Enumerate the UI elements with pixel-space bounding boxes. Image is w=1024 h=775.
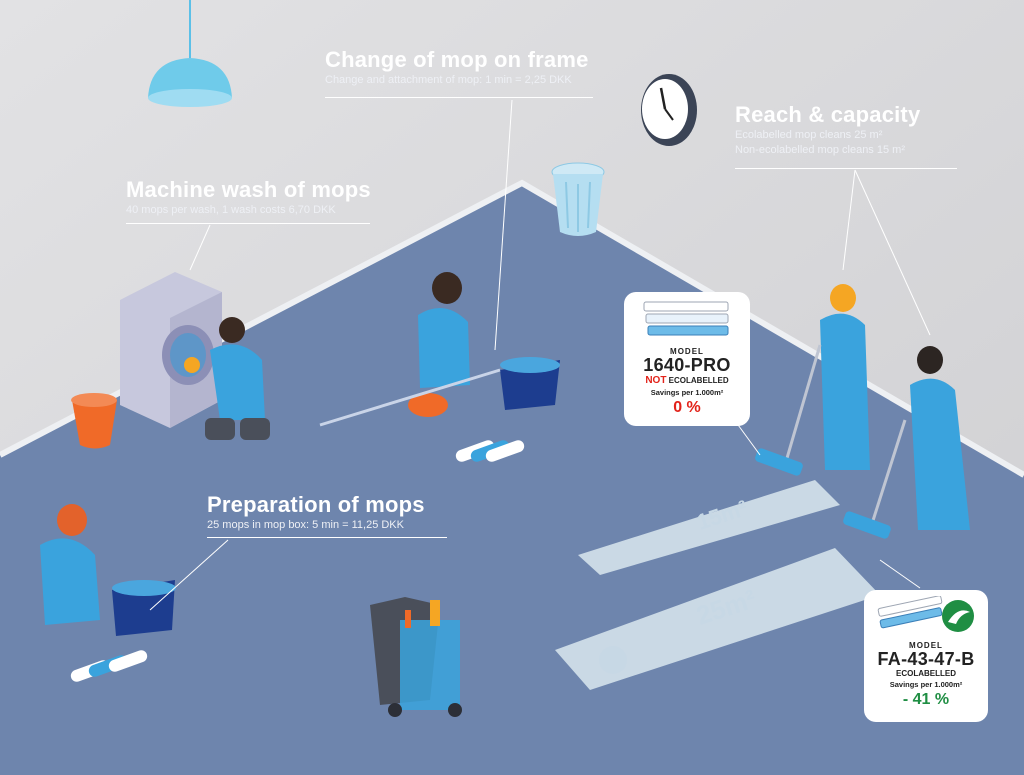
worker-changing-mop xyxy=(319,272,560,427)
savings-value: 0 % xyxy=(673,399,701,416)
reach-title: Reach & capacity xyxy=(735,102,921,127)
reach-subtitle-noneco: Non-ecolabelled mop cleans 15 m² xyxy=(735,144,905,156)
prep-underline xyxy=(207,537,447,538)
bucket-icon xyxy=(71,393,117,449)
worker-preparing-mops xyxy=(40,504,176,682)
mop-product-icon xyxy=(877,595,974,632)
trash-bin-icon xyxy=(551,162,605,236)
ceiling-lamp-icon xyxy=(148,0,232,107)
model-code: 1640-PRO xyxy=(643,355,731,375)
wash-subtitle: 40 mops per wash, 1 wash costs 6,70 DKK xyxy=(126,204,336,216)
not-word: NOT xyxy=(645,375,667,386)
nordic-swan-icon xyxy=(942,600,974,632)
savings-label: Savings per 1.000m² xyxy=(889,680,963,689)
reach-subtitle-eco: Ecolabelled mop cleans 25 m² xyxy=(735,129,883,141)
worker-mopping-right xyxy=(843,346,970,539)
model-label: MODEL xyxy=(670,347,704,356)
callout-lines xyxy=(149,99,931,611)
model-label: MODEL xyxy=(909,641,943,650)
wash-label: Machine wash of mops 40 mops per wash, 1… xyxy=(126,177,371,218)
product-card-1640-pro: MODEL 1640-PRO NOT ECOLABELLED Savings p… xyxy=(624,292,750,426)
savings-label: Savings per 1.000m² xyxy=(650,388,724,397)
change-underline xyxy=(325,97,593,98)
mops-stack xyxy=(455,440,525,462)
prep-subtitle: 25 mops in mop box: 5 min = 11,25 DKK xyxy=(207,519,404,531)
reach-label: Reach & capacity Ecolabelled mop cleans … xyxy=(735,102,920,158)
eco-word: ECOLABELLED xyxy=(668,376,729,385)
floor-mopped-strips: 15m² 25m² xyxy=(555,480,880,690)
product-card-fa-43-47-b: MODEL FA-43-47-B ECOLABELLED Savings per… xyxy=(864,590,988,722)
change-label: Change of mop on frame Change and attach… xyxy=(325,47,589,88)
eco-status: NOT ECOLABELLED xyxy=(624,375,750,386)
change-subtitle: Change and attachment of mop: 1 min = 2,… xyxy=(325,74,572,86)
prep-title: Preparation of mops xyxy=(207,492,425,517)
reach-underline xyxy=(735,168,957,169)
washing-machine-icon xyxy=(120,272,222,428)
model-code: FA-43-47-B xyxy=(877,649,975,669)
savings-value: - 41 % xyxy=(902,691,950,708)
change-title: Change of mop on frame xyxy=(325,47,589,72)
wall-clock-icon xyxy=(641,74,697,146)
wash-underline xyxy=(126,223,370,224)
wash-title: Machine wash of mops xyxy=(126,177,371,202)
worker-at-machine xyxy=(184,317,270,440)
worker-mopping-left xyxy=(755,284,870,476)
mop-product-icon xyxy=(643,301,729,336)
prep-label: Preparation of mops 25 mops in mop box: … xyxy=(207,492,425,533)
eco-word: ECOLABELLED xyxy=(896,669,956,678)
cleaning-cart-icon xyxy=(370,597,462,717)
